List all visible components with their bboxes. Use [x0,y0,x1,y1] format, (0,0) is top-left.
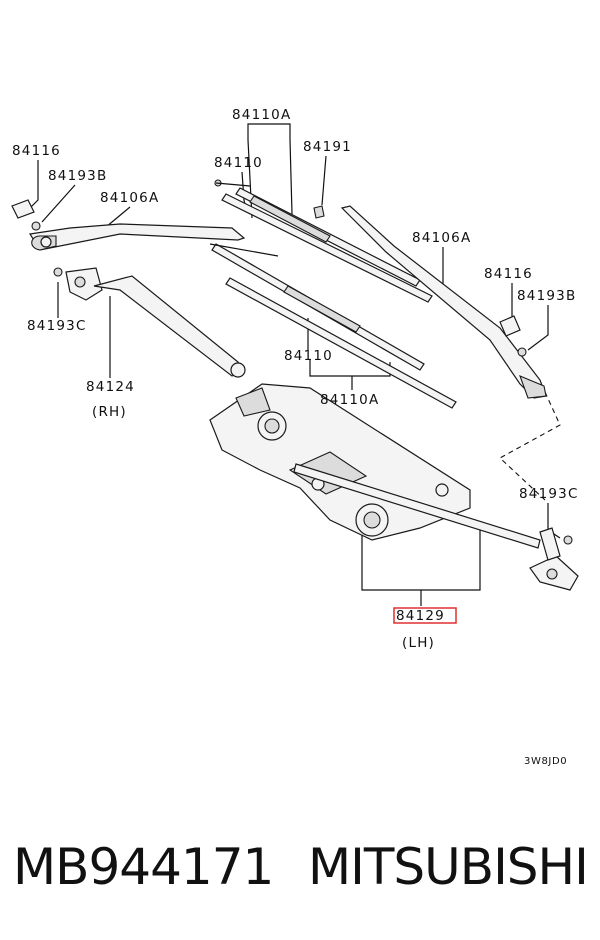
label-84110-mid: 84110 [284,348,333,364]
label-rh: (RH) [92,404,127,420]
nut-right [517,347,527,357]
part-number: MB944171 [13,838,274,896]
label-84106A-right: 84106A [412,230,471,246]
label-84193B-right: 84193B [517,288,576,304]
wiper-blade-upper [214,179,433,303]
label-84110A-mid: 84110A [320,392,379,408]
pivot-bracket-right [529,527,579,591]
label-84116-left: 84116 [12,143,61,159]
label-84116-right: 84116 [484,266,533,282]
label-84191: 84191 [303,139,352,155]
wiper-arm-right [340,205,547,399]
label-84193C-left: 84193C [27,318,87,334]
highlight-box [393,607,457,624]
diagram-code: 3W8JD0 [524,756,567,767]
label-84129: 84129 [396,608,445,624]
linkage-rh [53,267,246,378]
label-84110-top: 84110 [214,155,263,171]
label-84193C-right: 84193C [519,486,579,502]
label-84193B-left: 84193B [48,168,107,184]
brand-name: MITSUBISHI [308,838,589,896]
label-lh: (LH) [402,635,435,651]
pivot-cap-right [499,315,521,337]
label-84110A-top: 84110A [232,107,291,123]
label-84124: 84124 [86,379,135,395]
footer: MB944171 MITSUBISHI [0,838,600,908]
wiper-blade-middle [209,243,457,409]
label-84106A-left: 84106A [100,190,159,206]
pivot-cap-left [11,199,35,219]
wiper-linkage-lh [209,383,541,549]
wiper-arm-left [29,223,246,251]
nut-left [31,221,41,231]
screw [313,205,325,219]
